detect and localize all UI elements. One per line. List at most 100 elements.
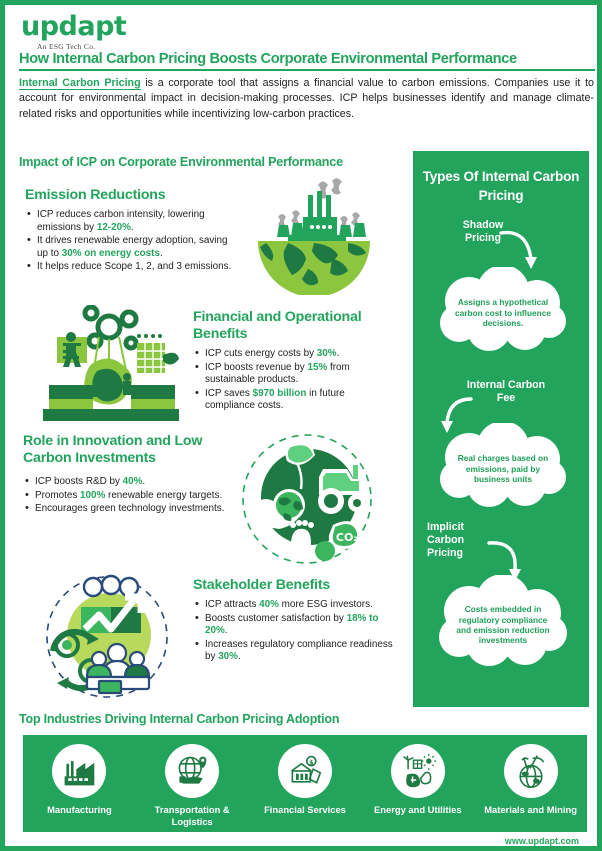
bullet-tail: . (130, 221, 134, 233)
bullet-text: Encourages green technology investments. (35, 503, 225, 515)
industry-item-transportation[interactable]: Transportation & Logistics (136, 744, 248, 828)
type-label-implicit-carbon-pricing: Implicit Carbon Pricing (427, 521, 465, 559)
list-item: Increases regulatory compliance readines… (193, 638, 393, 664)
bullet-highlight: 100% (80, 489, 106, 501)
block-heading: Role in Innovation and Low Carbon Invest… (23, 433, 203, 466)
bullet-highlight: 15% (307, 361, 328, 373)
types-of-icp-panel: Types Of Internal Carbon Pricing Shadow … (413, 151, 589, 707)
brand-logo: updapt An ESG Tech Co. (21, 11, 127, 51)
bullet-highlight: 30% on energy costs (61, 247, 160, 259)
bullet-list: ICP attracts 40% more ESG investors. Boo… (193, 598, 393, 664)
stakeholder-growth-icon (37, 573, 177, 701)
list-item: ICP attracts 40% more ESG investors. (193, 598, 393, 612)
bullet-tail: renewable energy targets. (105, 489, 223, 501)
industry-item-manufacturing[interactable]: Manufacturing (23, 744, 135, 816)
block-heading: Stakeholder Benefits (193, 577, 331, 593)
industry-label: Materials and Mining (484, 804, 577, 815)
list-item: ICP boosts revenue by 15% from sustainab… (193, 361, 393, 387)
bullet-highlight: 40% (122, 476, 143, 487)
curved-arrow-icon (441, 397, 473, 433)
impact-section-title: Impact of ICP on Corporate Environmental… (19, 155, 343, 169)
industries-bar: Manufacturing Transportation & Logistics (23, 735, 587, 832)
cloud-internal-carbon-fee: Real charges based on emissions, paid by… (429, 421, 577, 515)
cloud-implicit-carbon-pricing: Costs embedded in regulatory compliance … (429, 574, 577, 675)
block-innovation-investments: Role in Innovation and Low Carbon Invest… (23, 433, 241, 517)
bullet-text: Promotes (35, 489, 81, 501)
list-item: Boosts customer satisfaction by 18% to 2… (193, 612, 393, 638)
bullet-tail: more ESG investors. (278, 599, 373, 610)
block-financial-benefits: Financial and Operational Benefits ICP c… (193, 309, 393, 414)
list-item: It helps reduce Scope 1, 2, and 3 emissi… (25, 260, 240, 274)
bullet-tail: . (336, 348, 340, 359)
bullet-text: ICP saves (205, 387, 253, 399)
block-heading: Financial and Operational Benefits (193, 309, 362, 342)
curved-arrow-icon (487, 541, 521, 581)
cloud-shadow-pricing: Assigns a hypothetical carbon cost to in… (429, 265, 577, 359)
list-item: Encourages green technology investments. (23, 502, 241, 516)
logo-wordmark: updapt (21, 11, 127, 42)
industry-label: Transportation & Logistics (154, 804, 230, 827)
website-url[interactable]: www.updapt.com (504, 836, 579, 846)
bullet-text: ICP boosts revenue by (205, 361, 308, 373)
page-title: How Internal Carbon Pricing Boosts Corpo… (19, 51, 595, 71)
list-item: ICP cuts energy costs by 30%. (193, 347, 393, 361)
bullet-tail: . (224, 625, 228, 637)
bullet-tail: from sustainable products. (205, 361, 350, 386)
bullet-text: It drives renewable energy adoption, sav… (37, 235, 228, 259)
list-item: ICP reduces carbon intensity, lowering e… (25, 208, 240, 234)
list-item: ICP boosts R&D by 40%. (23, 475, 241, 489)
cloud-text: Assigns a hypothetical carbon cost to in… (455, 297, 551, 329)
bullet-highlight: 12-20% (96, 221, 131, 233)
type-label-shadow-pricing: Shadow Pricing (462, 219, 504, 244)
svg-text:CO₂: CO₂ (336, 531, 358, 544)
mining-pickaxe-icon (503, 744, 558, 798)
globe-transport-icon (165, 744, 220, 798)
industry-label: Manufacturing (47, 804, 112, 815)
bullet-tail: in future compliance costs. (205, 387, 345, 412)
list-item: Promotes 100% renewable energy targets. (23, 489, 241, 503)
intro-paragraph: Internal Carbon Pricing is a corporate t… (19, 76, 594, 122)
list-item: ICP saves $970 billion in future complia… (193, 387, 393, 413)
types-panel-title: Types Of Internal Carbon Pricing (422, 169, 580, 203)
curved-arrow-icon (499, 230, 537, 269)
logo-tagline: An ESG Tech Co. (37, 42, 96, 51)
bullet-highlight: 30% (218, 651, 238, 663)
svg-text:$: $ (309, 759, 313, 766)
bullet-highlight: 40% (259, 599, 279, 610)
bullet-text: ICP boosts R&D by (35, 476, 123, 487)
bullet-text: Increases regulatory compliance readines… (205, 638, 393, 663)
industry-label: Energy and Utilities (374, 804, 462, 815)
industry-item-materials[interactable]: Materials and Mining (475, 744, 587, 816)
bullet-text: ICP cuts energy costs by (205, 348, 317, 359)
type-label-internal-carbon-fee: Internal Carbon Fee (466, 379, 546, 404)
green-tech-globe-icon: CO₂ (237, 429, 377, 569)
factory-globe-icon (248, 177, 380, 297)
gears-finance-icon (35, 304, 187, 427)
factory-icon (52, 744, 107, 798)
bullet-highlight: 30% (316, 348, 337, 359)
bullet-text: ICP reduces carbon intensity, lowering e… (37, 209, 205, 233)
bullet-text: It helps reduce Scope 1, 2, and 3 emissi… (37, 261, 232, 273)
bullet-list: ICP reduces carbon intensity, lowering e… (25, 208, 240, 274)
bullet-text: Boosts customer satisfaction by (205, 612, 347, 624)
industry-item-financial[interactable]: $ Financial Services (249, 744, 361, 816)
energy-plug-icon (390, 744, 445, 798)
block-emission-reductions: Emission Reductions ICP reduces carbon i… (25, 187, 240, 275)
bullet-tail: . (237, 651, 241, 663)
industry-item-energy[interactable]: Energy and Utilities (362, 744, 474, 816)
bullet-tail: . (142, 476, 146, 487)
list-item: It drives renewable energy adoption, sav… (25, 234, 240, 260)
intro-lead-term: Internal Carbon Pricing (19, 77, 141, 90)
bullet-tail: . (159, 247, 163, 259)
bank-money-icon: $ (277, 744, 332, 798)
bullet-text: ICP attracts (205, 599, 260, 610)
bullet-list: ICP boosts R&D by 40%. Promotes 100% ren… (23, 475, 241, 516)
block-stakeholder-benefits: Stakeholder Benefits ICP attracts 40% mo… (193, 577, 393, 665)
cloud-text: Costs embedded in regulatory compliance … (456, 604, 550, 646)
bullet-highlight: $970 billion (252, 387, 307, 399)
bullet-highlight: 18% to 20% (205, 612, 379, 637)
industries-section-title: Top Industries Driving Internal Carbon P… (19, 712, 340, 726)
cloud-text: Real charges based on emissions, paid by… (457, 453, 549, 485)
industry-label: Financial Services (264, 804, 346, 815)
